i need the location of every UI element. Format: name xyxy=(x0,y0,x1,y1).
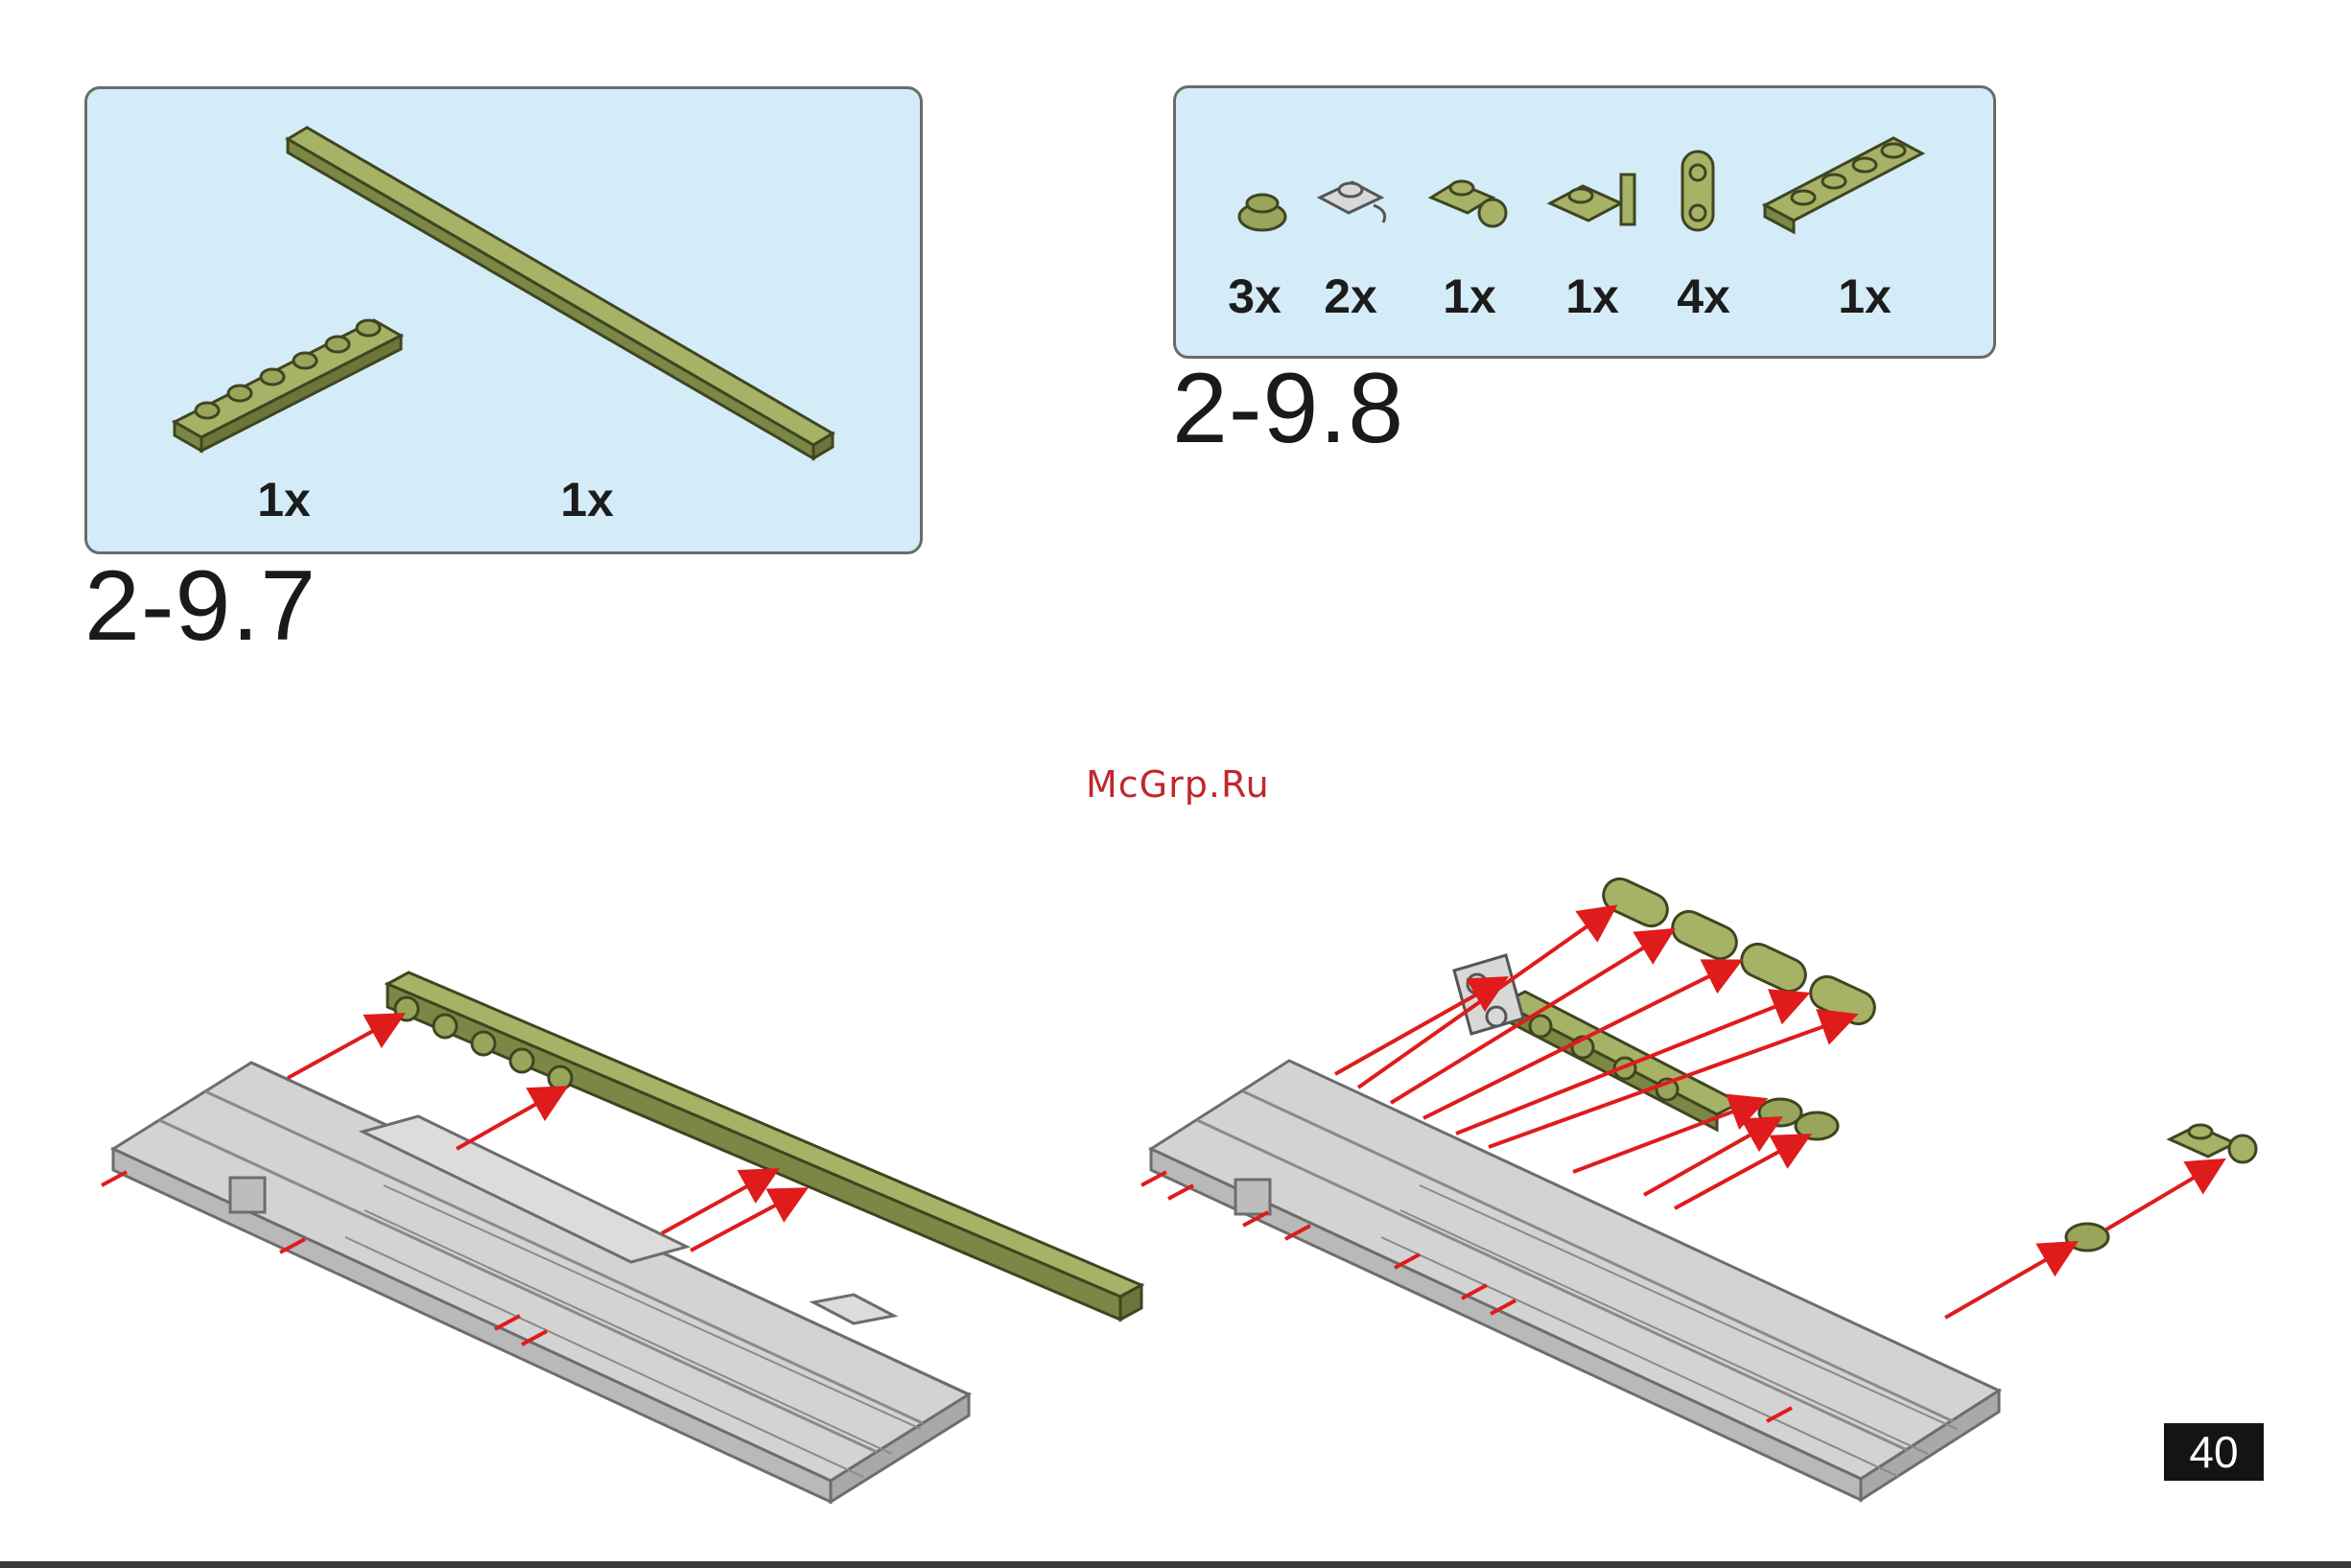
bottom-divider xyxy=(0,1561,2351,1568)
gray-frame-assembly xyxy=(1151,1061,1999,1500)
green-plate-with-stud-attached xyxy=(2170,1125,2256,1162)
green-round-plate-attached xyxy=(1759,1099,2108,1251)
page-number: 40 xyxy=(2164,1423,2264,1481)
